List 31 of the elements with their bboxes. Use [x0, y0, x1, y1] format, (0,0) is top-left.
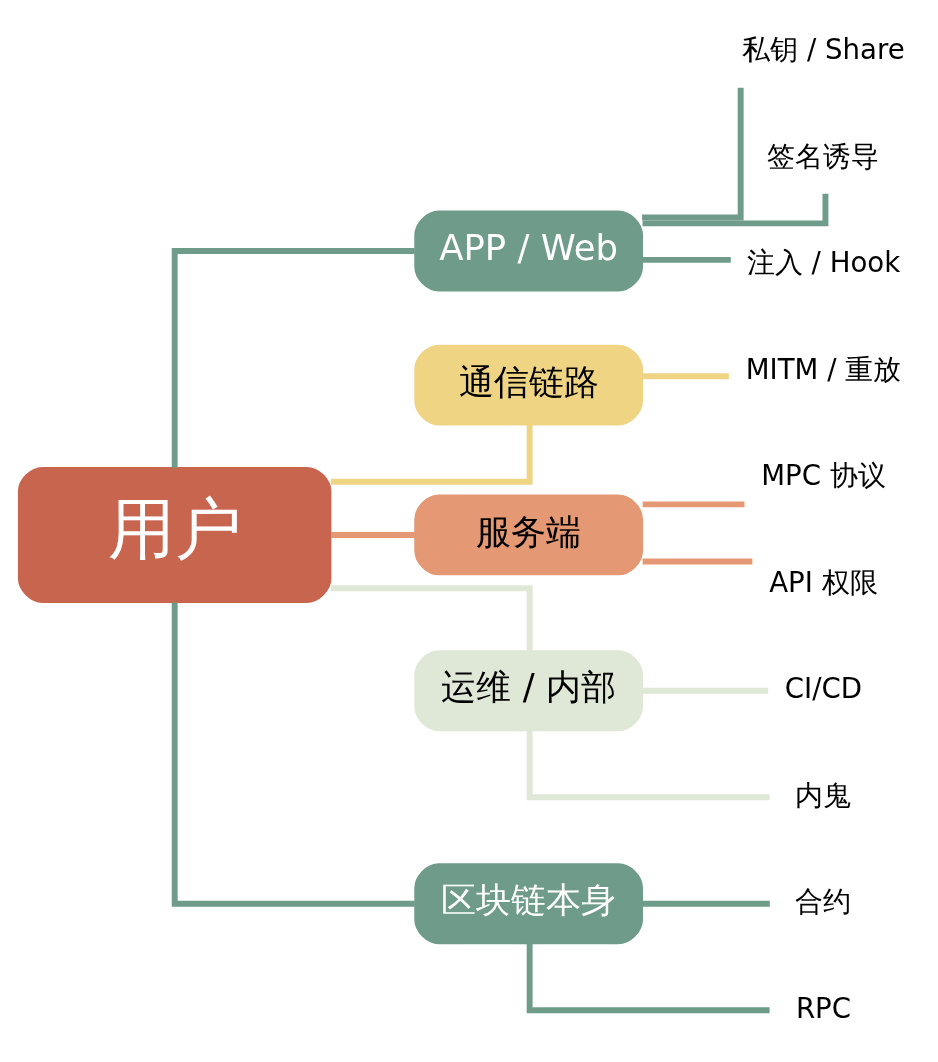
connector — [526, 943, 770, 1014]
node-box: 用户 — [17, 466, 331, 603]
node-text: 内鬼 — [794, 778, 851, 812]
connector — [171, 248, 415, 468]
connector — [642, 900, 770, 907]
node-text: 注入 / Hook — [746, 246, 900, 280]
node-box: 服务端 — [413, 494, 643, 576]
connector — [642, 558, 752, 565]
node-text: MITM / 重放 — [745, 352, 901, 386]
node-text: API 权限 — [768, 565, 878, 599]
connector — [642, 193, 828, 227]
node-text: CI/CD — [784, 672, 862, 706]
connector — [330, 424, 533, 485]
node-box: APP / Web — [413, 210, 643, 292]
connector — [171, 602, 415, 907]
connector — [642, 256, 731, 263]
connector — [526, 730, 770, 801]
connector — [330, 532, 415, 538]
node-box: 通信链路 — [413, 344, 643, 426]
node-box: 区块链本身 — [413, 863, 643, 945]
connector — [330, 585, 533, 651]
node-text: 合约 — [794, 885, 851, 919]
node-text: 私钥 / Share — [741, 33, 905, 67]
node-text: MPC 协议 — [760, 459, 886, 493]
node-text: 签名诱导 — [766, 139, 879, 173]
connector — [642, 373, 729, 380]
connector — [642, 687, 768, 694]
connector — [641, 87, 744, 221]
node-box: 运维 / 内部 — [413, 650, 643, 732]
connector — [642, 501, 744, 508]
node-text: RPC — [795, 991, 851, 1025]
